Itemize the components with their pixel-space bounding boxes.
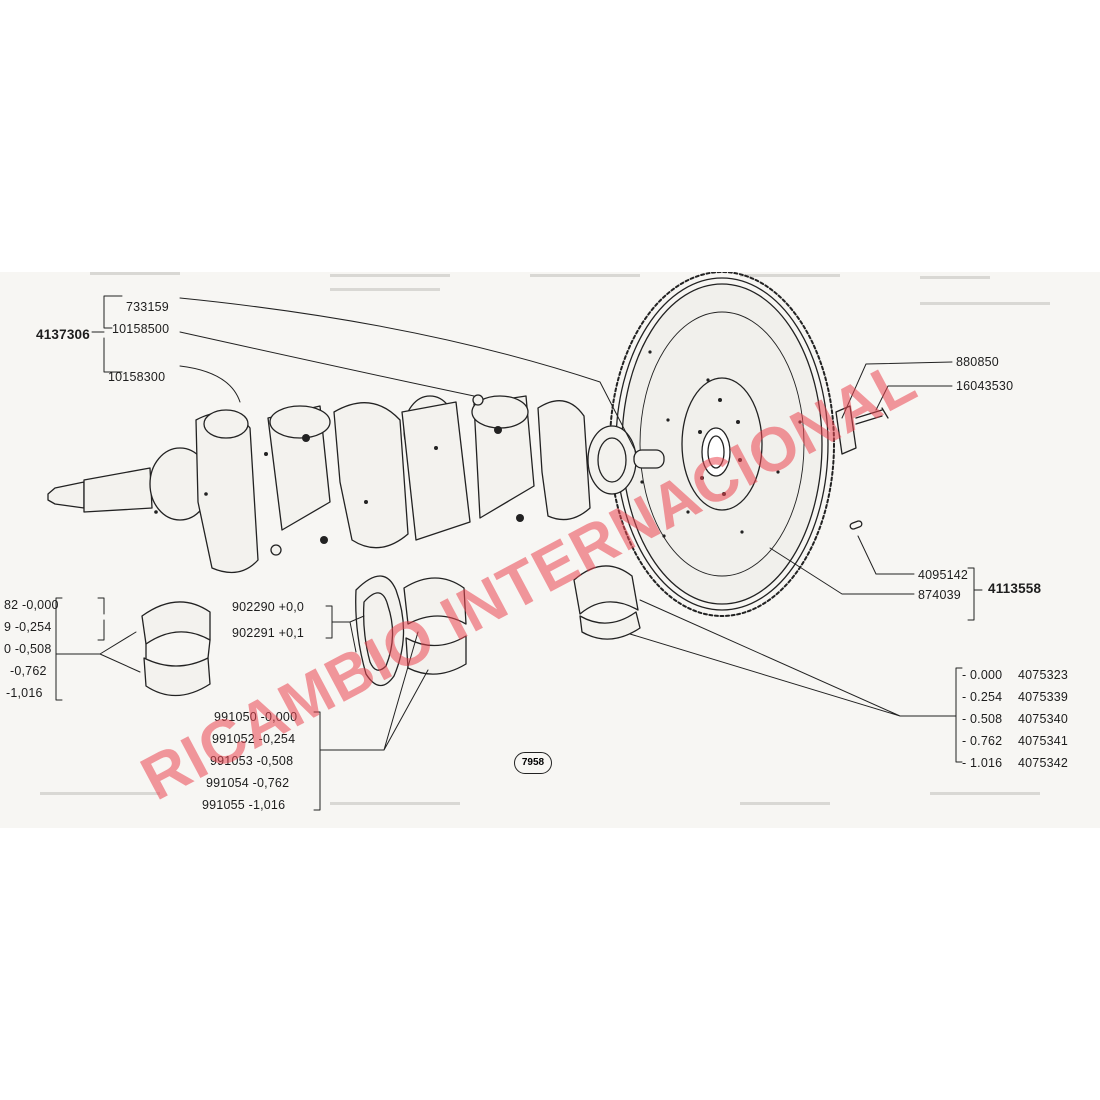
bearing-shells-right: [573, 565, 641, 640]
bearing-shells-center: [403, 577, 467, 675]
faded-text-line: [330, 274, 450, 277]
exploded-view-drawing: [47, 272, 983, 811]
main-bearing-right-code: 4075342: [1018, 756, 1069, 770]
assembly-number-label: 4137306: [36, 327, 90, 342]
faded-text-line: [920, 302, 1050, 305]
faded-text-line: [530, 274, 640, 277]
main-bearing-center-label: 991052 -0,254: [212, 732, 296, 746]
rod-bearing-size-label: -0,762: [10, 664, 47, 678]
flywheel-assembly-label: 4113558: [988, 581, 1042, 596]
part-874039-label: 874039: [918, 588, 961, 602]
rod-bearing-size-label: 9 -0,254: [4, 620, 52, 634]
part-10158300-label: 10158300: [108, 370, 166, 384]
main-bearing-right-code: 4075341: [1018, 734, 1069, 748]
flywheel-small-parts: [835, 405, 889, 530]
rod-bearing-size-label: 0 -0,508: [4, 642, 52, 656]
main-bearing-center-label: 991055 -1,016: [202, 798, 286, 812]
main-bearing-right-code: 4075339: [1018, 690, 1069, 704]
figure-number-badge: 7958: [514, 752, 552, 774]
main-bearing-right-code: 4075323: [1018, 668, 1069, 682]
faded-text-line: [740, 274, 840, 277]
part-10158500-label: 10158500: [112, 322, 170, 336]
part-880850-label: 880850: [956, 355, 999, 369]
main-bearing-center-label: 991053 -0,508: [210, 754, 294, 768]
crankshaft-drawing: [47, 394, 665, 574]
bearing-shells-left: [141, 601, 211, 697]
faded-text-line: [920, 276, 990, 279]
rod-bearing-size-label: -1,016: [6, 686, 43, 700]
part-733159-label: 733159: [126, 300, 169, 314]
faded-text-line: [40, 792, 160, 795]
thrust-washer-label: 902291 +0,1: [232, 626, 305, 640]
thrust-washers-drawing: [355, 575, 405, 687]
leader-lines: [55, 295, 983, 811]
faded-text-line: [740, 802, 830, 805]
main-bearing-right-size: - 1.016: [962, 756, 1003, 770]
main-bearing-center-label: 991050 -0,000: [214, 710, 298, 724]
main-bearing-right-code: 4075340: [1018, 712, 1069, 726]
flywheel-drawing: [609, 272, 835, 617]
part-4095142-label: 4095142: [918, 568, 969, 582]
rod-bearing-size-label: 82 -0,000: [4, 598, 59, 612]
parts-diagram-sheet: 4137306 733159 10158500 10158300 880850 …: [0, 272, 1100, 828]
main-bearing-right-size: - 0.000: [962, 668, 1003, 682]
main-bearing-right-size: - 0.508: [962, 712, 1003, 726]
faded-text-line: [330, 288, 440, 291]
main-bearing-right-size: - 0.254: [962, 690, 1003, 704]
part-16043530-label: 16043530: [956, 379, 1014, 393]
faded-text-line: [930, 792, 1040, 795]
thrust-washer-label: 902290 +0,0: [232, 600, 305, 614]
faded-text-line: [330, 802, 460, 805]
faded-text-line: [90, 272, 180, 275]
main-bearing-right-size: - 0.762: [962, 734, 1003, 748]
main-bearing-center-label: 991054 -0,762: [206, 776, 290, 790]
